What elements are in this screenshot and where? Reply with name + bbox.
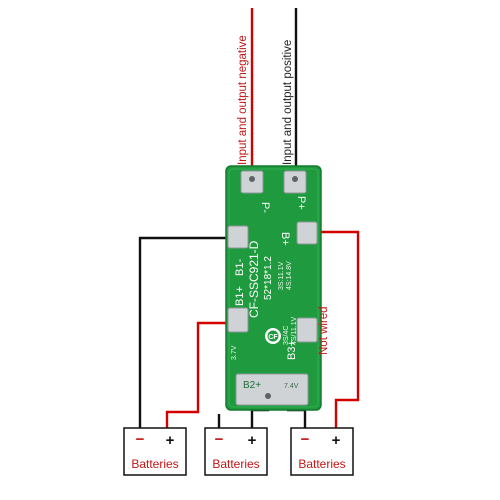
pcb-edge-highlight <box>228 168 319 408</box>
b2-plus-label: B2+ <box>243 380 261 391</box>
battery-plus-sign: + <box>332 432 341 449</box>
b1-plus-label: B1+ <box>234 286 246 306</box>
spec-label-3: 3S/4C <box>283 326 290 345</box>
battery-1: − + Batteries <box>123 427 187 476</box>
battery-2: − + Batteries <box>204 427 268 476</box>
battery-body <box>204 427 268 476</box>
solder-point-b2 <box>265 393 271 399</box>
b3-plus-label: B3+ <box>286 340 298 360</box>
positive-lead-label: Input and output positive <box>282 40 294 165</box>
cf-logo-text: CF <box>268 334 278 341</box>
p-plus-label: P+ <box>295 196 307 210</box>
battery-plus-sign: + <box>166 432 175 449</box>
cell-voltage-label-2: 7.4V <box>284 383 299 390</box>
battery-label: Batteries <box>212 457 259 471</box>
pad-b2-plus <box>235 373 309 406</box>
pad-b1-minus <box>227 225 249 249</box>
battery-body <box>123 427 187 476</box>
spec-label-1: 3S:11.1V <box>278 261 285 290</box>
solder-point-positive <box>292 176 298 182</box>
spec-label-2: 4S:14.8V <box>286 261 293 290</box>
pad-b1-plus <box>227 307 249 333</box>
cell-voltage-label-1: 3.7V <box>231 345 238 360</box>
cf-logo-icon: CF <box>265 328 281 344</box>
battery-label: Batteries <box>131 457 178 471</box>
negative-lead-label: Input and output negative <box>237 35 249 165</box>
size-label: 52*18*1.2 <box>263 256 274 300</box>
spec-label-4: 4S/11.1V <box>291 316 298 345</box>
pad-b-plus <box>296 221 318 245</box>
solder-point-negative <box>249 176 255 182</box>
b1-minus-wire <box>138 236 233 428</box>
b1-minus-label: B1- <box>234 259 246 276</box>
b-plus-label: B+ <box>279 232 291 246</box>
battery-minus-sign: − <box>215 431 224 448</box>
pad-b3-plus <box>296 317 318 343</box>
battery-label: Batteries <box>298 457 345 471</box>
battery-minus-sign: − <box>301 431 310 448</box>
battery-plus-sign: + <box>248 432 257 449</box>
model-label: CF-SSC921-D <box>247 240 261 318</box>
b3-minus-wire <box>287 408 307 428</box>
battery-body <box>290 427 354 476</box>
battery-3: − + Batteries <box>290 427 354 476</box>
battery-minus-sign: − <box>136 431 145 448</box>
b1-plus-wire <box>165 321 233 428</box>
b-plus-wire <box>310 230 360 428</box>
p-minus-label: P- <box>259 202 271 213</box>
not-wired-label: Not wired <box>318 306 330 355</box>
